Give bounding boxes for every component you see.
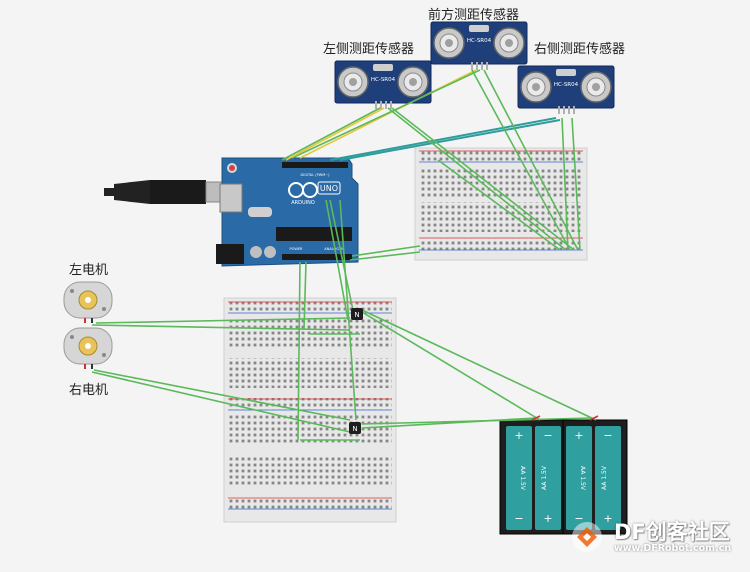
svg-text:−: −	[543, 429, 552, 442]
battery-pack-1[interactable]	[499, 419, 565, 535]
battery-pack-2[interactable]	[562, 419, 628, 535]
watermark-brand: DF创客社区	[614, 520, 730, 544]
sensor-left[interactable]	[334, 60, 432, 110]
breadboard-right[interactable]	[414, 147, 588, 261]
svg-text:DIGITAL (PWM~): DIGITAL (PWM~)	[300, 173, 330, 177]
battery-labels: + − − + + − − + AA 1.5V AA 1.5V AA 1.5V …	[514, 429, 612, 525]
svg-text:UNO: UNO	[320, 184, 338, 193]
wires	[91, 69, 599, 441]
svg-text:+: +	[574, 429, 583, 442]
svg-text:+: +	[514, 429, 523, 442]
svg-text:POWER: POWER	[290, 247, 304, 251]
svg-text:ARDUINO: ARDUINO	[291, 200, 315, 206]
transistor-1[interactable]: N	[351, 308, 363, 320]
svg-text:AA 1.5V: AA 1.5V	[541, 465, 548, 490]
svg-text:−: −	[603, 429, 612, 442]
svg-text:AA 1.5V: AA 1.5V	[579, 466, 586, 491]
sensor-right[interactable]	[517, 65, 615, 115]
label-left-sensor: 左侧测距传感器	[323, 42, 415, 57]
sensor-front[interactable]	[430, 21, 528, 71]
label-right-sensor: 右侧测距传感器	[534, 42, 626, 57]
svg-text:+: +	[603, 512, 612, 525]
svg-text:N: N	[354, 311, 359, 319]
svg-text:+: +	[543, 512, 552, 525]
label-right-motor: 右电机	[69, 383, 109, 398]
arduino-uno-board[interactable]: ARDUINO UNO DIGITAL (PWM~) POWER ANALOG …	[216, 157, 359, 267]
watermark-url: www.DFRobot.com.cn	[614, 543, 732, 554]
svg-text:−: −	[574, 512, 583, 525]
breadboard-main[interactable]	[223, 297, 397, 523]
motor-left[interactable]	[63, 281, 113, 324]
svg-text:AA 1.5V: AA 1.5V	[519, 466, 526, 491]
usb-cable	[104, 180, 225, 204]
dfrobot-logo-icon	[572, 522, 602, 552]
svg-text:AA 1.5V: AA 1.5V	[601, 465, 608, 490]
watermark: DF创客社区 www.DFRobot.com.cn	[568, 514, 750, 572]
svg-text:N: N	[352, 425, 357, 433]
transistor-2[interactable]: N	[349, 422, 361, 434]
motor-right[interactable]	[63, 327, 113, 370]
label-left-motor: 左电机	[69, 263, 109, 278]
svg-text:−: −	[514, 512, 523, 525]
label-front-sensor: 前方测距传感器	[428, 8, 520, 23]
